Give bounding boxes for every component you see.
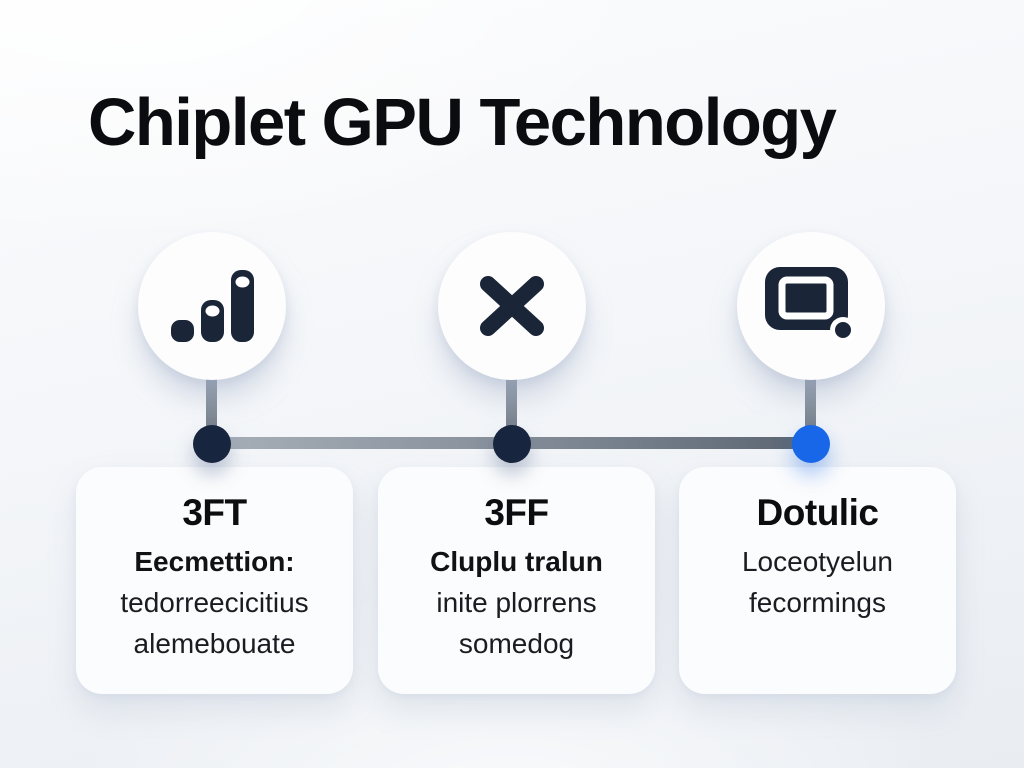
page-title: Chiplet GPU Technology — [88, 85, 837, 160]
bar-chart-icon — [170, 270, 254, 342]
timeline-node-limitation — [438, 232, 586, 380]
timeline-stem — [206, 372, 217, 444]
card-title: 3FT — [182, 492, 247, 533]
card-text-line: alemebouate — [133, 628, 296, 659]
card-text-line: inite plorrens — [436, 587, 597, 618]
card-text-line: Loceotyelun — [741, 546, 893, 577]
monitor-icon — [765, 267, 856, 343]
x-mark-icon — [480, 276, 544, 336]
timeline-stem — [506, 372, 517, 444]
timeline-stem — [805, 372, 816, 444]
info-card: 3FT Eecmettion: tedorreecicitius alemebo… — [76, 467, 353, 694]
timeline-dot-active — [792, 425, 830, 463]
card-subtitle: Cluplu tralun — [430, 546, 603, 577]
card-text-line: fecormings — [749, 587, 886, 618]
card-subtitle: Eecmettion: — [134, 546, 295, 577]
info-card: 3FF Cluplu tralun inite plorrens somedog — [378, 467, 655, 694]
card-title: Dotulic — [756, 492, 879, 533]
timeline-node-display — [737, 232, 885, 380]
info-card: Dotulic Loceotyelun fecormings — [679, 467, 956, 694]
timeline-node-growth — [138, 232, 286, 380]
card-text-line: somedog — [458, 628, 575, 659]
timeline-dot — [493, 425, 531, 463]
timeline-dot — [193, 425, 231, 463]
card-title: 3FF — [484, 492, 549, 533]
card-text-line: tedorreecicitius — [120, 587, 309, 618]
